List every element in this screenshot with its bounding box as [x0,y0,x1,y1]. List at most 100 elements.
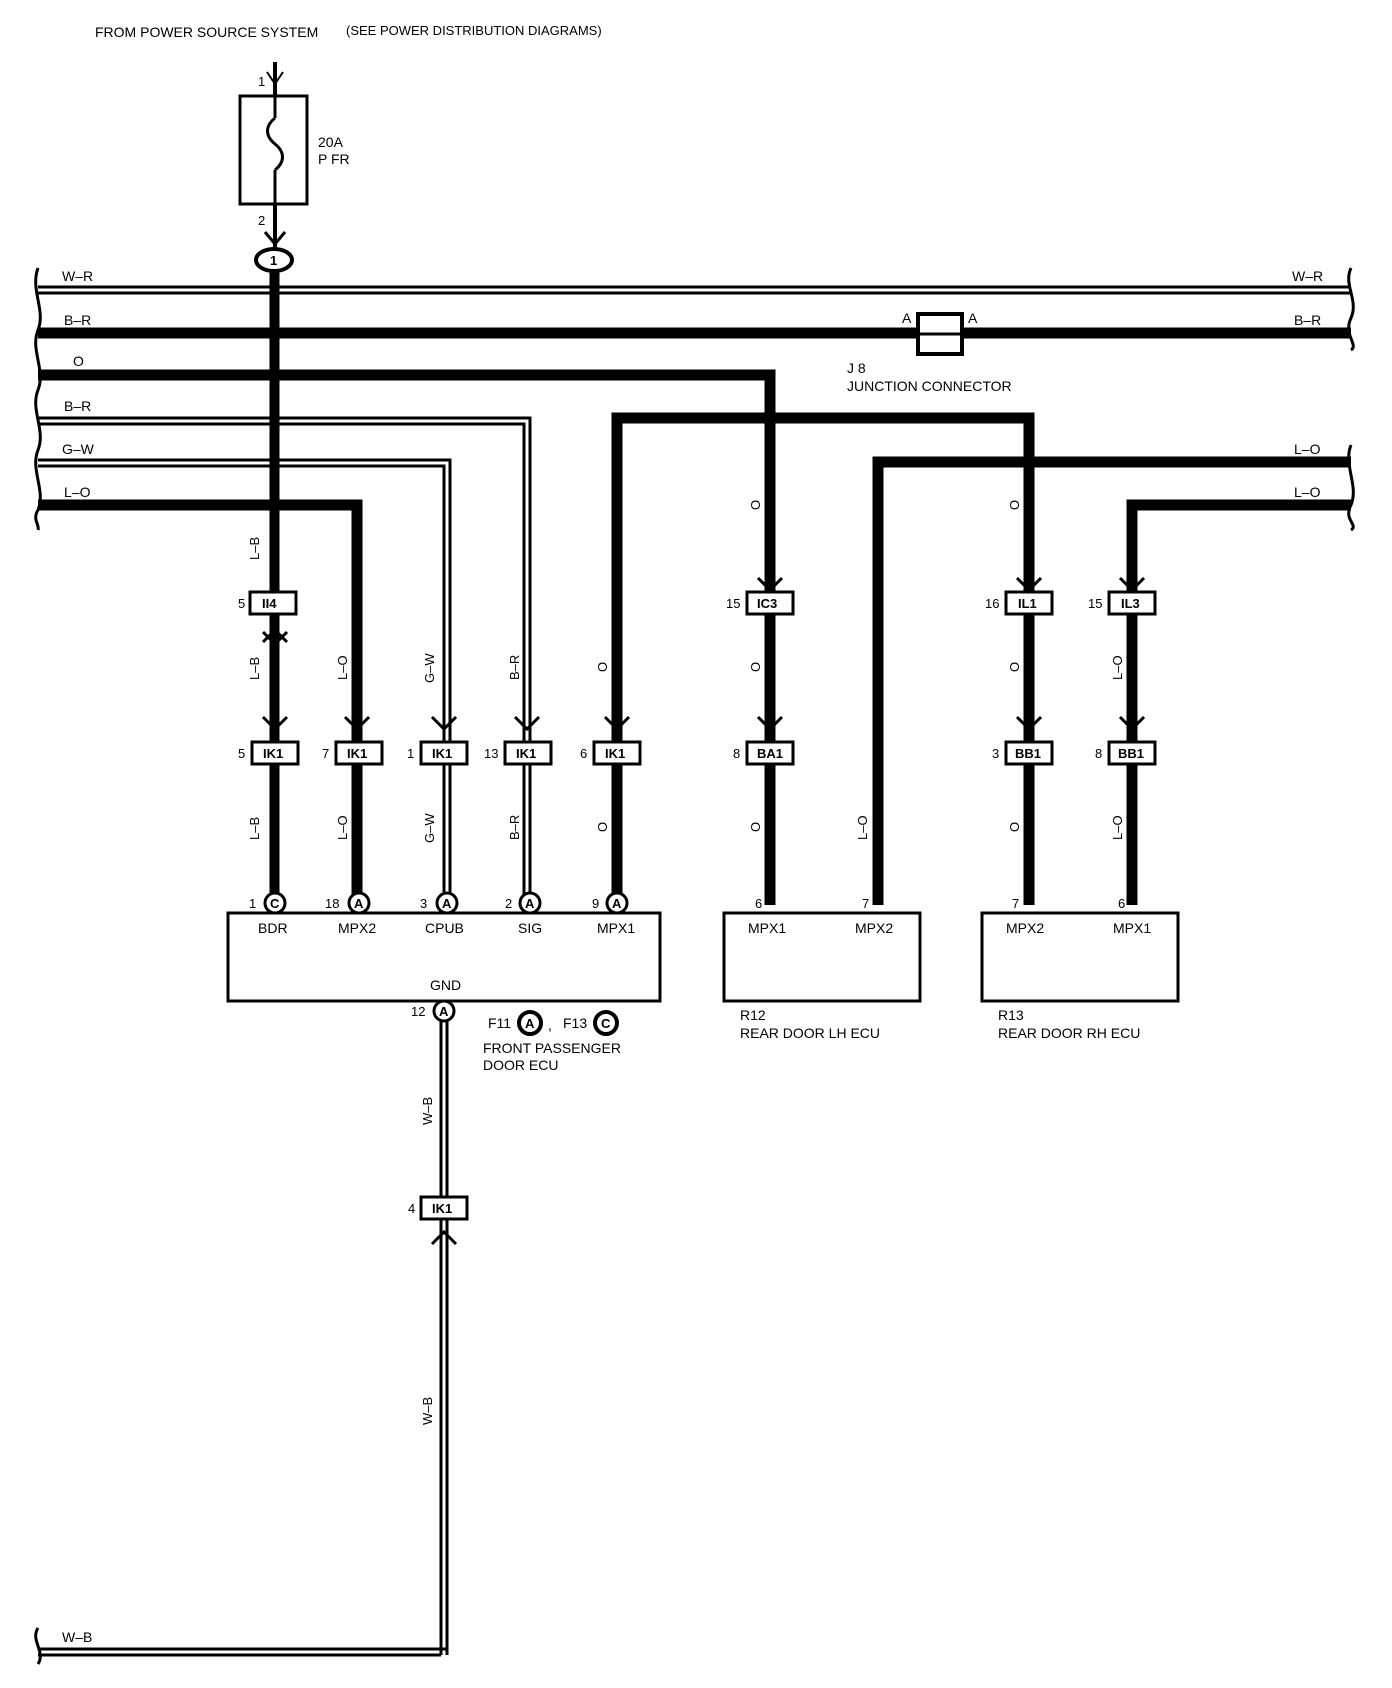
svg-text:6: 6 [580,746,587,761]
power-source-note: (SEE POWER DISTRIBUTION DIAGRAMS) [346,23,602,38]
bus-wr-right: W–R [1292,268,1323,284]
lower-connector-ik1-c: IK1 1 [407,740,469,766]
svg-text:L–O: L–O [335,655,350,680]
junction-connector-j8 [916,312,964,356]
svg-text:O: O [1007,822,1022,832]
front-passenger-door-ecu [226,911,662,1003]
svg-text:15: 15 [726,596,740,611]
bus-lo-right-2: L–O [1294,484,1321,500]
front-ecu-gnd-pin: A 12 [411,999,456,1023]
svg-text:O: O [595,662,610,672]
svg-text:CPUB: CPUB [425,920,464,936]
svg-text:L–B: L–B [247,657,262,680]
svg-text:W–B: W–B [420,1397,435,1425]
fuse-pin-out: 2 [258,213,265,228]
upper-connector-ic3: IC3 15 [726,590,795,616]
rear-door-rh-ecu [980,911,1180,1003]
j8-pin-left: A [902,310,912,326]
svg-text:BB1: BB1 [1118,746,1144,761]
svg-text:13: 13 [484,746,498,761]
svg-text:MPX2: MPX2 [1006,920,1044,936]
svg-text:6: 6 [755,896,762,911]
lower-connector-ik1-e: IK1 6 [580,740,642,766]
svg-text:G–W: G–W [422,653,437,683]
svg-text:BB1: BB1 [1015,746,1041,761]
svg-text:IK1: IK1 [605,746,625,761]
lower-connector-bb1-a: BB1 3 [992,740,1054,766]
bus-o-left: O [73,353,84,369]
svg-text:IK1: IK1 [516,746,536,761]
svg-text:O: O [748,822,763,832]
svg-text:F13: F13 [563,1015,587,1031]
svg-text:15: 15 [1088,596,1102,611]
svg-text:O: O [1007,500,1022,510]
svg-text:F11: F11 [488,1015,511,1031]
svg-text:7: 7 [1012,896,1019,911]
svg-text:IK1: IK1 [263,746,283,761]
svg-text:O: O [595,822,610,832]
r13-id: R13 [998,1007,1024,1023]
svg-text:IK1: IK1 [432,746,452,761]
upper-connector-ii4: II4 5 [238,590,298,616]
fuse-rating: 20A [318,134,344,150]
rear-door-lh-ecu [722,911,922,1003]
power-source-text: FROM POWER SOURCE SYSTEM [95,24,318,40]
svg-text:2: 2 [505,896,512,911]
front-ecu-pin-sig: A 2 SIG [505,891,542,936]
front-ecu-pin-cpub: A 3 CPUB [420,891,464,936]
svg-text:MPX2: MPX2 [855,920,893,936]
fuse-pin-in: 1 [258,74,265,89]
front-ecu-ref: F11 A , F13 C [488,1010,619,1036]
svg-text:A: A [354,896,364,911]
front-ecu-gnd-label: GND [430,977,461,993]
lower-connector-ik1-b: IK1 7 [322,740,384,766]
lower-connector-ik1-d: IK1 13 [484,740,553,766]
upper-connector-il1: IL1 16 [985,590,1054,616]
svg-text:1: 1 [249,896,256,911]
svg-text:B–R: B–R [507,655,522,680]
bus-break-left [34,267,42,1665]
svg-text:MPX1: MPX1 [748,920,786,936]
svg-text:II4: II4 [262,596,277,611]
svg-text:O: O [1007,662,1022,672]
svg-text:L–B: L–B [247,817,262,840]
svg-text:SIG: SIG [518,920,542,936]
lower-connector-ba1: BA1 8 [733,740,795,766]
front-ecu-name-1: FRONT PASSENGER [483,1040,621,1056]
svg-text:C: C [601,1016,611,1031]
svg-text:MPX1: MPX1 [597,920,635,936]
svg-text:9: 9 [592,896,599,911]
svg-text:4: 4 [408,1201,415,1216]
svg-text:A: A [525,1016,535,1031]
lower-connector-ik1-a: IK1 5 [238,740,300,766]
bus-break-right [1347,267,1355,532]
lower-connector-ik1-gnd: IK1 4 [408,1195,469,1221]
bus-lo-left: L–O [64,484,91,500]
svg-text:W–B: W–B [420,1097,435,1125]
svg-text:G–W: G–W [422,813,437,843]
svg-text:8: 8 [1095,746,1102,761]
svg-text:L–O: L–O [1110,815,1125,840]
svg-text:L–B: L–B [247,537,262,560]
svg-text:BA1: BA1 [757,746,783,761]
bus-lo-right-1: L–O [1294,441,1321,457]
r12-name: REAR DOOR LH ECU [740,1025,880,1041]
fuse-name: P FR [318,151,350,167]
svg-text:C: C [270,896,280,911]
svg-text:A: A [525,896,535,911]
svg-text:1: 1 [407,746,414,761]
j8-name: JUNCTION CONNECTOR [847,378,1012,394]
lower-connector-bb1-b: BB1 8 [1095,740,1157,766]
r13-pin-mpx1: 6 MPX1 [1113,896,1151,936]
svg-text:MPX1: MPX1 [1113,920,1151,936]
svg-text:,: , [548,1017,552,1033]
svg-text:L–O: L–O [855,815,870,840]
j8-id: J 8 [847,360,866,376]
r12-pin-mpx1: 6 MPX1 [748,896,786,936]
svg-text:IL1: IL1 [1018,596,1037,611]
svg-text:7: 7 [862,896,869,911]
svg-text:18: 18 [325,896,339,911]
j8-pin-right: A [968,310,978,326]
bus-gw-left: G–W [62,441,95,457]
